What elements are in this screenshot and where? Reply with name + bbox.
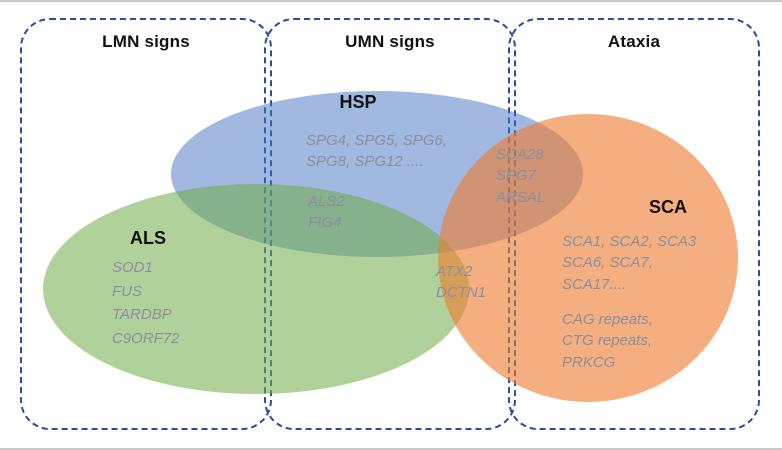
- set-label-hsp: HSP: [339, 92, 377, 112]
- column-label-lmn-signs: LMN signs: [102, 32, 190, 51]
- set-label-als: ALS: [130, 228, 166, 248]
- gene-list-als: SOD1 FUS TARDBP C9ORF72: [112, 259, 180, 348]
- gene-list-sca-repeats: CAG repeats, CTG repeats, PRKCG: [562, 311, 653, 371]
- gene-list-hsp-als-overlap: ALS2 FIG4: [308, 193, 345, 232]
- sca-circle: [438, 114, 738, 402]
- column-label-ataxia: Ataxia: [607, 32, 661, 51]
- column-label-umn-signs: UMN signs: [345, 32, 435, 51]
- set-label-sca: SCA: [648, 197, 687, 217]
- gene-list-als-sca-overlap: ATX2 DCTN1: [436, 263, 487, 302]
- als-ellipse: [43, 184, 469, 394]
- gene-list-sca: SCA1, SCA2, SCA3 SCA6, SCA7, SCA17....: [562, 233, 697, 293]
- gene-list-hsp-sca-overlap: SCA28 SPG7 ARSAL: [496, 146, 546, 206]
- gene-list-hsp: SPG4, SPG5, SPG6, SPG8, SPG12 ....: [306, 132, 447, 171]
